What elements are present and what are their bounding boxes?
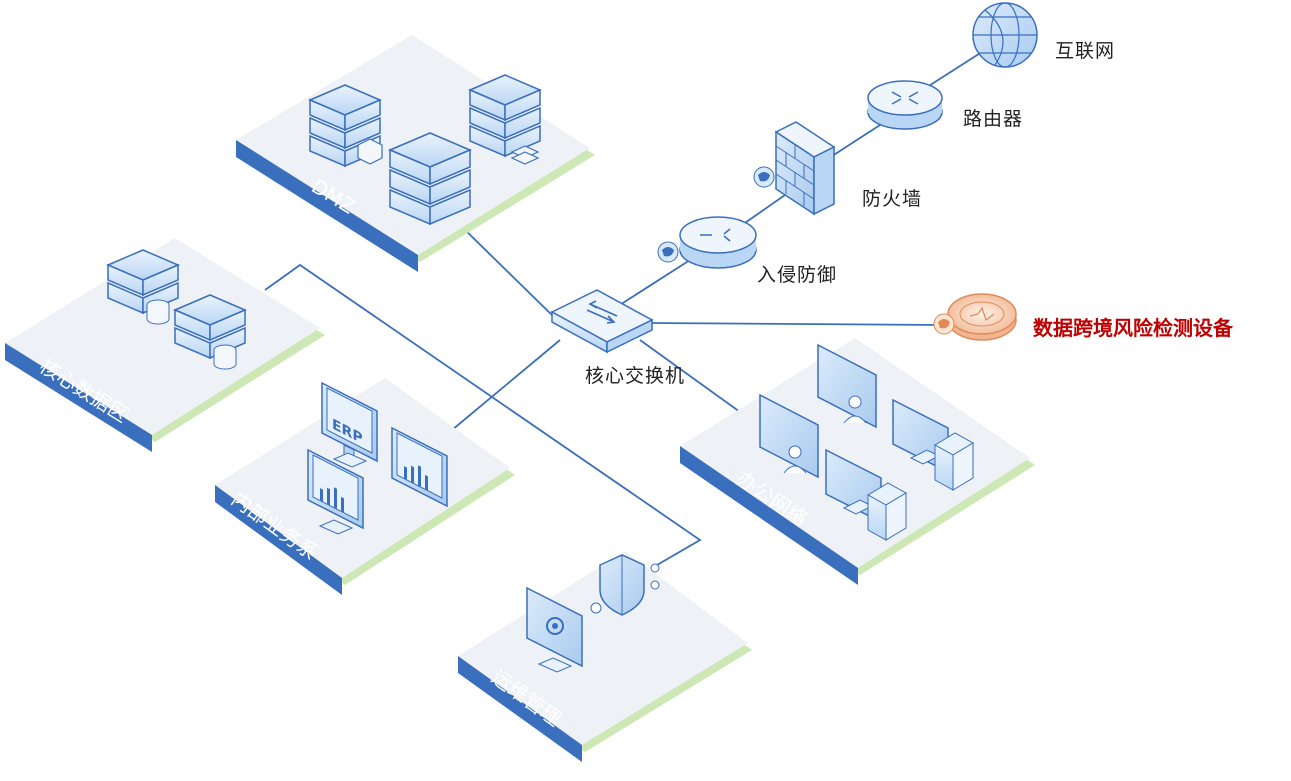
server-icon: [106, 249, 180, 325]
link-router-firewall: [825, 124, 881, 161]
zone-office-network: 办公网络: [680, 338, 1035, 585]
desktop-pc-icon: [892, 398, 974, 491]
label-core-switch: 核心交换机: [585, 365, 686, 387]
firewall-icon: [753, 121, 836, 216]
cross-border-detector-icon: [933, 293, 1017, 341]
link-switch-dmz: [459, 224, 556, 319]
chart-monitor-icon: [307, 448, 364, 535]
server-icon: [468, 74, 542, 165]
label-cross-border-detector: 数据跨境风险检测设备: [1033, 316, 1233, 340]
zone-dmz: DMZ: [236, 35, 595, 272]
router-icon: [867, 80, 943, 130]
server-icon: [388, 132, 472, 226]
label-firewall: 防火墙: [862, 188, 923, 210]
settings-monitor-icon: [526, 586, 583, 673]
user-monitor-icon: [817, 343, 877, 429]
server-icon: [308, 84, 383, 168]
label-router: 路由器: [963, 108, 1024, 130]
erp-monitor-icon: ERP: [321, 381, 378, 468]
link-switch-office: [639, 339, 741, 413]
link-ips-switch: [611, 259, 691, 311]
chart-monitor-icon: [391, 426, 448, 508]
zone-core-data: 核心数据区: [5, 238, 325, 452]
zone-internal-business: 内部业务系 ERP: [215, 378, 515, 595]
shield-icon: [599, 554, 645, 616]
user-monitor-icon: [759, 393, 819, 479]
node-dots: [590, 563, 660, 614]
label-internet: 互联网: [1055, 40, 1116, 62]
zone-ops-management: 运维管理: [458, 551, 752, 762]
label-ips: 入侵防御: [757, 264, 838, 286]
core-switch-icon: [550, 289, 654, 354]
link-switch-detector: [649, 322, 941, 326]
desktop-pc-icon: [825, 448, 907, 541]
globe-icon: [972, 2, 1038, 68]
link-core-ops: [264, 263, 702, 566]
ips-icon: [657, 216, 757, 269]
links: [264, 49, 986, 566]
link-switch-internal: [451, 339, 561, 431]
server-icon: [173, 294, 247, 370]
